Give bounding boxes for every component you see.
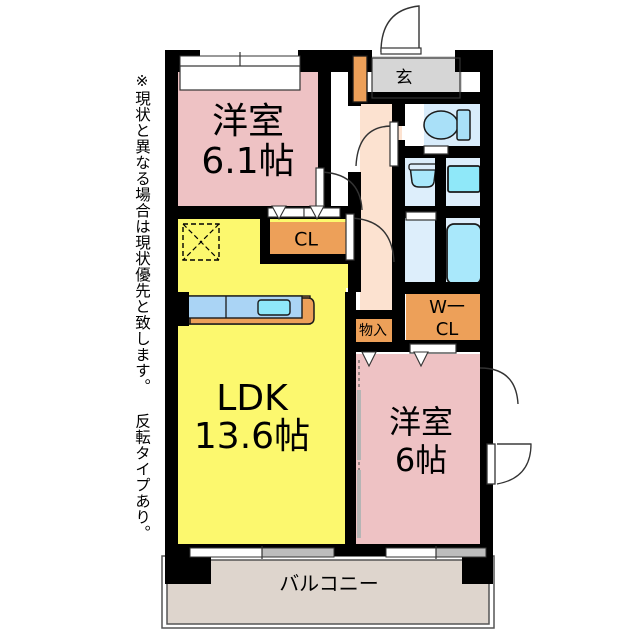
toilet-tank-icon [456, 109, 471, 141]
toilet-bowl-icon [423, 110, 459, 140]
wall-exterior-left-upper [165, 50, 178, 218]
ldk-label: LDK [216, 378, 289, 419]
wall-kitchen-stub [165, 292, 189, 326]
window-bedroom2-right-swing [496, 443, 532, 485]
window-bedroom2-balcony-left [385, 547, 437, 558]
bedroom2-partition-panel-2 [357, 470, 361, 538]
balcony-label: バルコニー [279, 572, 379, 596]
bedroom2-partition-panel-1 [357, 390, 361, 460]
washroom-door-swing [355, 125, 393, 167]
washbasin-icon [409, 165, 437, 188]
kitchen-sink [257, 299, 291, 316]
wall-exterior-left-lower [165, 218, 178, 556]
room-fill-ldk-body [178, 218, 346, 556]
wall-storage-bottom [345, 342, 395, 352]
ldk-door-leaf[interactable] [345, 213, 355, 261]
washing-machine-space-icon [447, 165, 481, 193]
washbasin-counter-icon [408, 163, 438, 171]
entrance-label: 玄 [396, 68, 413, 88]
entrance-door-swing [380, 5, 420, 53]
bedroom-main-door-swing [317, 171, 363, 211]
bedroom-main-label: 洋室 [212, 101, 284, 142]
toilet-door[interactable] [423, 145, 449, 155]
wall-exterior-right-upper [480, 50, 493, 350]
window-bedroom2-right [486, 443, 496, 485]
entrance-door-frame[interactable] [380, 47, 422, 55]
wall-hall-left-lower [348, 262, 361, 292]
balcony-floor [166, 559, 490, 625]
walk-in-closet-fill [406, 292, 488, 346]
wall-washroom-divider [435, 158, 446, 208]
storage-fill [352, 318, 394, 342]
room-fill-bedroom-main [178, 72, 318, 210]
bedroom-main-size: 6.1帖 [201, 141, 294, 182]
ldk-size: 13.6帖 [194, 416, 310, 457]
closet-cl-label: CL [294, 229, 318, 251]
wall-bathroom-bottom [392, 282, 493, 294]
storage-label: 物入 [359, 323, 387, 339]
bedroom2-open-marker-left [361, 351, 377, 368]
bedroom-second-size: 6帖 [395, 441, 447, 479]
wall-ldk-bedroom-divider [345, 292, 356, 556]
ldk-door-swing [347, 217, 395, 263]
room-fill-bedroom-second [356, 354, 486, 552]
walk-in-closet-label-line2: CL [436, 319, 459, 340]
wall-storage-top [345, 310, 395, 319]
entrance-outline [371, 57, 461, 99]
shoe-box-icon [352, 55, 368, 103]
bathroom-door[interactable] [405, 211, 437, 221]
pipe-shaft-x-2 [182, 223, 220, 261]
wall-closet-left [260, 214, 270, 264]
closet-cl-open-marker-left [271, 205, 287, 221]
pipe-shaft-box-icon [182, 223, 220, 261]
window-bedroom-main-top [179, 65, 301, 91]
walk-in-closet-door[interactable] [409, 343, 457, 354]
disclaimer-note: ※現状と異なる場合は現状優先と致します。 反転タイプあり。 [133, 72, 151, 541]
window-ldk-balcony-right [261, 547, 335, 558]
wall-bath-divider [435, 218, 446, 284]
bedroom-main-door-leaf[interactable] [315, 167, 325, 211]
window-bedroom2-balcony-right [435, 547, 487, 558]
washroom-door-leaf[interactable] [389, 121, 399, 167]
bathtub-icon [446, 223, 482, 285]
wall-closet-bottom [260, 254, 358, 264]
walk-in-closet-label-line1: W一 [429, 297, 465, 318]
window-ldk-balcony-left [189, 547, 263, 558]
bedroom-second-door-swing [479, 367, 519, 405]
bedroom2-open-marker-right [413, 351, 429, 368]
closet-cl-open-marker-right [309, 205, 325, 221]
bedroom-second-label: 洋室 [389, 403, 453, 441]
